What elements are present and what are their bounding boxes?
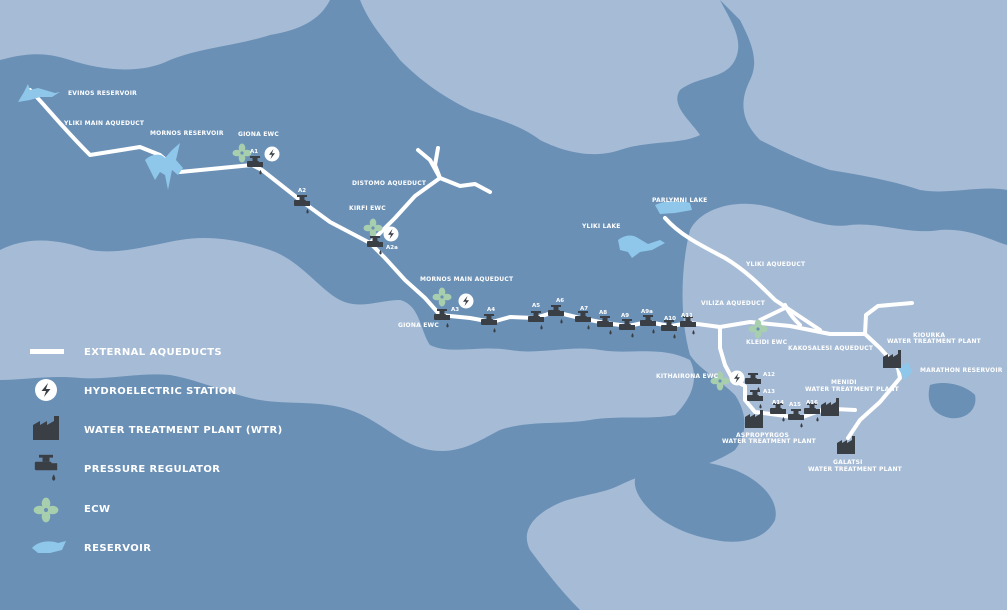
regulator-a2a-icon [367,236,383,255]
reservoirs [18,84,912,380]
giona-ewc-fan-icon [232,143,252,163]
regulator-code: A15 [789,402,801,408]
hydro-station-giona-icon [264,146,280,162]
regulator-code: A10 [664,316,676,322]
kiourka-label: KIOURKA [913,332,945,339]
viliza-aqueduct-label: VILIZA AQUEDUCT [701,300,766,307]
regulator-code: A5 [532,303,540,309]
galatsi-wtp-label: WATER TREATMENT PLANT [808,466,903,473]
hydro-station-kithairona-icon [729,370,745,386]
legend-label: EXTERNAL AQUEDUCTS [84,347,222,358]
regulator-a4-icon [481,314,497,333]
regulator-code: A9a [641,309,653,315]
giona-ewc-lower-label: GIONA EWC [398,322,439,329]
yliki-aqueduct-label: YLIKI AQUEDUCT [745,261,806,268]
legend: EXTERNAL AQUEDUCTS HYDROELECTRIC STATION… [30,347,283,554]
kirfi-ewc-label: KIRFI EWC [349,205,386,212]
regulator-codes: A1 A2 A2a A3 A4 A5 A6 A7 A8 A9 A9a A10 A… [250,149,818,408]
faucet-icon [34,454,58,481]
regulator-code: A1 [250,149,258,155]
marathon-reservoir-label: MARATHON RESERVOIR [920,367,1003,374]
regulator-a7-icon [575,311,591,330]
aqueduct-line-icon [30,349,64,354]
regulator-code: A2 [298,188,306,194]
regulator-a8-icon [597,316,613,335]
distomo-aqueduct-label: DISTOMO AQUEDUCT [352,180,427,187]
yliki-main-aqueduct-label: YLIKI MAIN AQUEDUCT [63,120,145,127]
reservoir-icon [32,541,66,553]
legend-label: WATER TREATMENT PLANT (WTR) [84,425,283,436]
menidi-wtp-label: WATER TREATMENT PLANT [805,386,900,393]
regulator-a9-icon [619,319,635,338]
place-labels: EVINOS RESERVOIR YLIKI MAIN AQUEDUCT MOR… [63,90,1003,473]
regulator-code: A7 [580,306,588,312]
inner-sea [634,383,976,542]
regulator-code: A12 [763,372,775,378]
menidi-label: MENIDI [831,379,857,386]
factory-icon [33,416,59,440]
regulator-a6-icon [548,305,564,324]
yliki-lake-icon [618,235,665,258]
kleidi-ewc-label: KLEIDI EWC [746,339,788,346]
hydro-station-kirfi-icon [383,226,399,242]
yliki-lake-label: YLIKI LAKE [581,223,621,230]
mornos-reservoir-label: MORNOS RESERVOIR [150,130,224,137]
regulator-code: A11 [681,313,693,319]
regulator-a5-icon [528,311,544,330]
evinos-reservoir-icon [18,84,60,102]
regulator-code: A3 [451,307,459,313]
legend-label: PRESSURE REGULATOR [84,464,220,475]
kiourka-wtp-label: WATER TREATMENT PLANT [887,338,982,345]
legend-label: ECW [84,504,110,515]
galatsi-label: GALATSI [833,459,863,466]
regulator-code: A6 [556,298,564,304]
regulator-code: A9 [621,313,629,319]
regulator-code: A14 [772,400,784,406]
marathon-reservoir-icon [898,362,912,380]
parlymni-lake-label: PARLYMNI LAKE [652,197,707,204]
regulator-a9a-icon [640,315,656,334]
giona-ewc-label: GIONA EWC [238,131,279,138]
regulator-code: A2a [386,245,398,251]
giona-ewc-lower-fan-icon [432,287,452,307]
regulator-code: A4 [487,307,495,313]
regulator-a1-icon [247,156,263,175]
mornos-reservoir-icon [145,143,183,190]
regulator-code: A16 [806,400,818,406]
legend-label: RESERVOIR [84,543,151,554]
evinos-reservoir-label: EVINOS RESERVOIR [68,90,137,97]
lightning-icon [35,379,57,401]
regulator-code: A8 [599,310,607,316]
regulator-code: A13 [763,389,775,395]
legend-label: HYDROELECTRIC STATION [84,386,237,397]
fan-icon [33,497,59,523]
hydro-station-giona-lower-icon [458,293,474,309]
mornos-main-aqueduct-label: MORNOS MAIN AQUEDUCT [420,276,514,283]
parlymni-lake-icon [655,200,692,214]
kakosalesi-aqueduct-label: KAKOSALESI AQUEDUCT [788,345,874,352]
aspropyrgos-wtp-label: WATER TREATMENT PLANT [722,438,817,445]
aspropyrgos-label: ASPROPYRGOS [736,432,789,439]
kithairona-ewc-label: KITHAIRONA EWC [656,373,719,380]
